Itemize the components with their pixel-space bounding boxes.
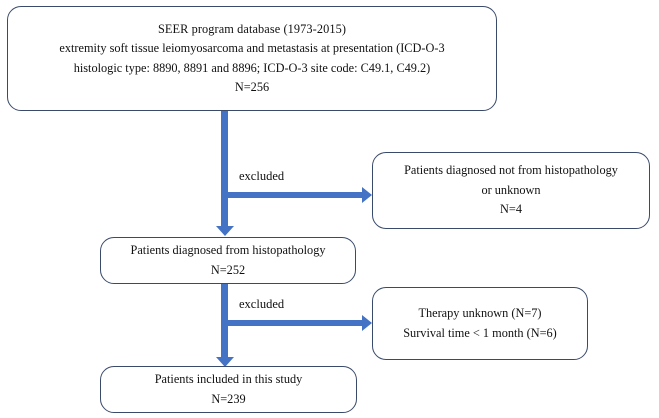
source-cohort-count: N=256 — [234, 79, 270, 94]
excluded-histopathology-count: N=4 — [500, 202, 522, 217]
node-excluded-therapy-survival: Therapy unknown (N=7) Survival time < 1 … — [372, 287, 588, 360]
arrowhead-down-bottom — [215, 357, 234, 367]
node-excluded-histopathology: Patients diagnosed not from histopatholo… — [372, 152, 650, 229]
source-cohort-line-1: SEER program database (1973-2015) — [157, 21, 347, 36]
included-final-line-1: Patients included in this study — [154, 372, 303, 387]
connector-horizontal-exclusion-1 — [224, 192, 364, 198]
source-cohort-line-2: extremity soft tissue leiomyosarcoma and… — [59, 41, 445, 56]
diagnosed-histopathology-line-1: Patients diagnosed from histopathology — [130, 243, 326, 258]
node-included-final: Patients included in this study N=239 — [100, 366, 357, 413]
excluded-histopathology-line-2: or unknown — [481, 182, 541, 197]
excluded-therapy-line: Therapy unknown (N=7) — [418, 306, 542, 321]
node-source-cohort: SEER program database (1973-2015) extrem… — [7, 6, 497, 111]
diagnosed-histopathology-count: N=252 — [210, 262, 246, 277]
excluded-histopathology-line-1: Patients diagnosed not from histopatholo… — [404, 163, 618, 178]
node-diagnosed-histopathology: Patients diagnosed from histopathology N… — [100, 237, 356, 284]
arrowhead-right-exclusion-1 — [362, 187, 372, 203]
excluded-survival-line: Survival time < 1 month (N=6) — [403, 325, 557, 340]
connector-vertical-top — [221, 111, 228, 227]
connector-horizontal-exclusion-2 — [224, 320, 364, 326]
source-cohort-line-3: histologic type: 8890, 8891 and 8896; IC… — [73, 60, 431, 75]
included-final-count: N=239 — [211, 391, 246, 406]
arrowhead-down-top — [215, 226, 234, 236]
arrowhead-right-exclusion-2 — [362, 315, 372, 331]
edge-label-excluded-2: excluded — [239, 297, 285, 311]
edge-label-excluded-1: excluded — [239, 169, 285, 183]
